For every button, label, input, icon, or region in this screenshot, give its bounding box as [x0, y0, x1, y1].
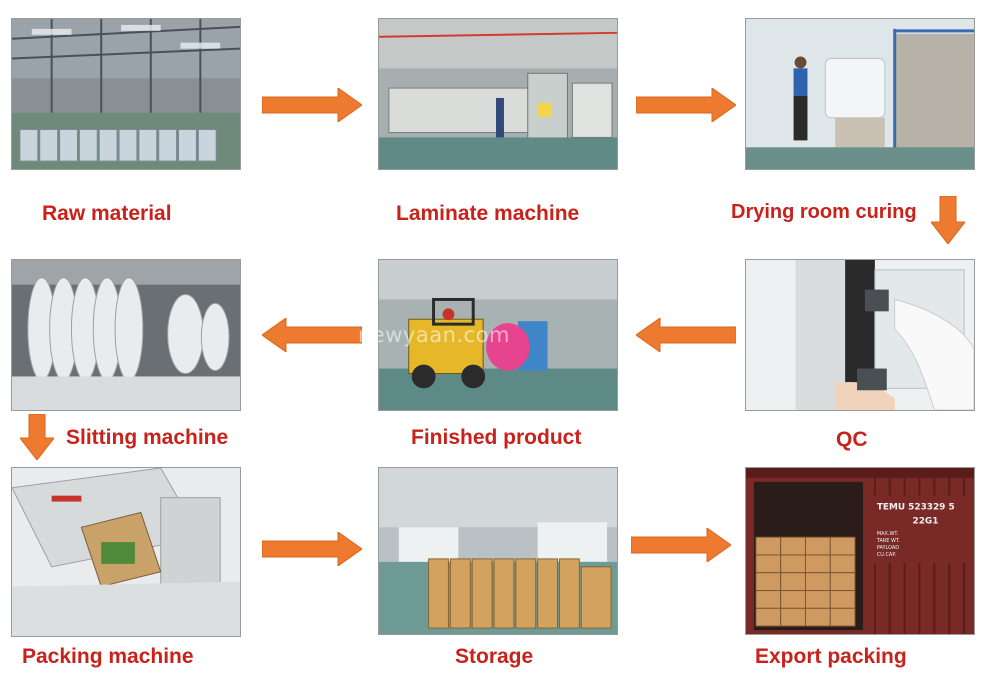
- arrow-right-icon: [631, 528, 731, 562]
- finished-product-photo: [378, 259, 618, 411]
- arrow-down-icon: [931, 196, 965, 244]
- container-label: MAX.WT.: [877, 531, 899, 537]
- qc-photo: [745, 259, 975, 411]
- arrow-right-icon: [262, 532, 362, 566]
- caption-slitting-machine: Slitting machine: [66, 426, 229, 449]
- container-label: TARE WT.: [876, 538, 900, 544]
- storage-photo: [378, 467, 618, 635]
- watermark-text: newyaan.com: [358, 323, 510, 347]
- caption-raw-material: Raw material: [42, 202, 172, 225]
- laminate-machine-photo: [378, 18, 618, 170]
- packing-machine-photo: [11, 467, 241, 637]
- caption-finished-product: Finished product: [411, 426, 582, 449]
- caption-export-packing: Export packing: [755, 645, 907, 668]
- arrow-right-icon: [262, 88, 362, 122]
- container-label: CU.CAP.: [877, 552, 897, 558]
- container-label: PAYLOAD: [877, 545, 899, 551]
- raw-material-photo: [11, 18, 241, 170]
- slitting-machine-photo: [11, 259, 241, 411]
- drying-room-photo: [745, 18, 975, 170]
- arrow-right-icon: [636, 88, 736, 122]
- container-id: TEMU 523329 5: [877, 503, 955, 513]
- caption-packing-machine: Packing machine: [22, 645, 194, 668]
- caption-laminate-machine: Laminate machine: [396, 202, 580, 225]
- export-packing-photo: TEMU 523329 5 22G1 MAX.WT. TARE WT. PAYL…: [745, 467, 975, 635]
- container-code: 22G1: [913, 516, 939, 526]
- arrow-left-icon: [262, 318, 362, 352]
- arrow-down-icon: [20, 414, 54, 460]
- arrow-left-icon: [636, 318, 736, 352]
- caption-qc: QC: [836, 428, 868, 451]
- caption-storage: Storage: [455, 645, 534, 668]
- caption-drying-room-curing: Drying room curing: [731, 201, 917, 223]
